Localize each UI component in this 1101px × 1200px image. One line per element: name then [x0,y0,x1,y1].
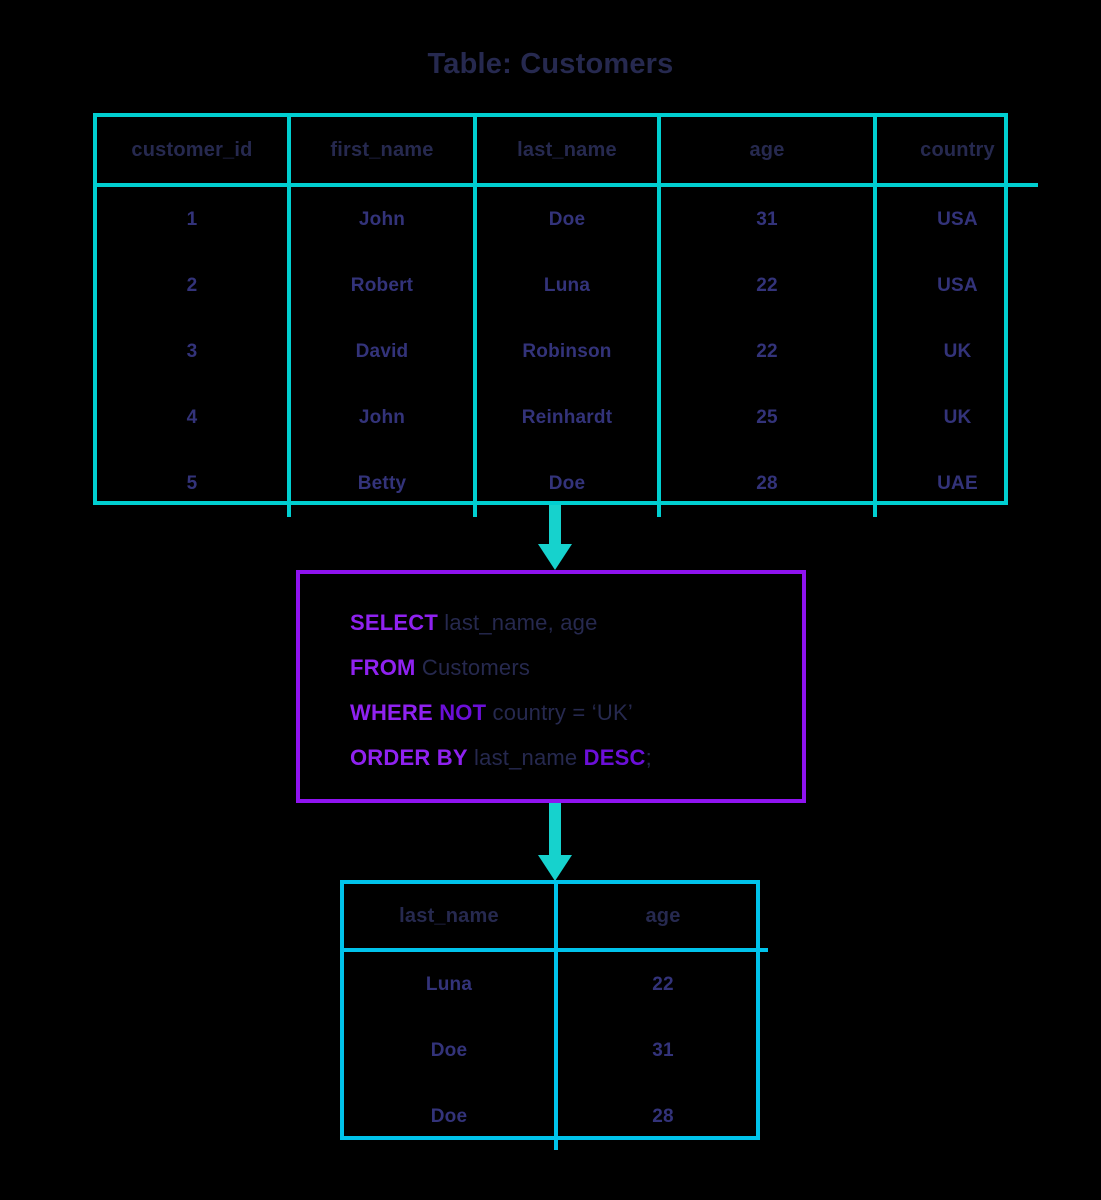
column-header-first-name: first_name [287,117,477,187]
table-header-row: customer_id first_name last_name age cou… [97,117,1038,187]
arrow-head [538,855,572,881]
result-table-head: last_name age [344,884,768,952]
cell-customer-id: 3 [97,319,291,385]
cell-customer-id: 2 [97,253,291,319]
column-header-age: age [554,884,768,952]
arrow-shaft [549,803,561,861]
cell-customer-id: 4 [97,385,291,451]
query-token-keyword: ORDER BY [350,745,468,770]
arrow-head [538,544,572,570]
cell-customer-id: 5 [97,451,291,517]
arrow-down-icon [538,803,572,882]
query-token-ident: last_name [467,745,584,770]
sql-query-box: SELECT last_name, age FROM Customers WHE… [296,570,806,803]
query-line-order-by: ORDER BY last_name DESC; [350,735,802,780]
table-row: 4 John Reinhardt 25 UK [97,385,1038,451]
cell-age: 25 [657,385,877,451]
page-title: Table: Customers [427,48,674,80]
column-header-last-name: last_name [473,117,661,187]
column-header-country: country [873,117,1038,187]
cell-country: USA [873,185,1038,253]
query-token-keyword: FROM [350,655,416,680]
source-table: customer_id first_name last_name age cou… [93,113,1038,517]
cell-first-name: Robert [287,253,477,319]
column-header-age: age [657,117,877,187]
cell-age: 22 [554,950,768,1018]
table-header-row: last_name age [344,884,768,952]
arrow-shaft [549,505,561,550]
cell-age: 22 [657,253,877,319]
table-row: Luna 22 [344,950,768,1018]
column-header-last-name: last_name [344,884,556,952]
table-row: 3 David Robinson 22 UK [97,319,1038,385]
result-table-grid: last_name age Luna 22 Doe 31 Doe 28 [344,884,768,1150]
query-token-keyword: SELECT [350,610,438,635]
cell-first-name: John [287,385,477,451]
query-token-ident: last_name, age [438,610,598,635]
cell-age: 31 [657,185,877,253]
result-table: last_name age Luna 22 Doe 31 Doe 28 [340,880,768,1150]
cell-age: 28 [657,451,877,517]
cell-first-name: John [287,185,477,253]
cell-country: USA [873,253,1038,319]
query-line-select: SELECT last_name, age [350,600,802,645]
cell-age: 22 [657,319,877,385]
source-table-body: 1 John Doe 31 USA 2 Robert Luna 22 USA 3… [97,185,1038,517]
table-row: 2 Robert Luna 22 USA [97,253,1038,319]
query-line-where: WHERE NOT country = ‘UK’ [350,690,802,735]
source-table-head: customer_id first_name last_name age cou… [97,117,1038,187]
cell-last-name: Luna [425,974,473,995]
cell-last-name: Luna [473,253,661,319]
cell-customer-id: 1 [97,185,291,253]
query-token-ident: ; [645,745,652,770]
cell-country: UK [873,319,1038,385]
cell-last-name: Robinson [473,319,661,385]
cell-last-name: Doe [473,451,661,517]
arrow-down-icon [538,505,572,570]
query-line-from: FROM Customers [350,645,802,690]
cell-last-name: Doe [473,185,661,253]
table-row: 5 Betty Doe 28 UAE [97,451,1038,517]
cell-first-name: David [287,319,477,385]
source-table-grid: customer_id first_name last_name age cou… [97,117,1038,517]
cell-last-name: Reinhardt [473,385,661,451]
cell-last-name: Doe [430,1040,468,1061]
query-token-ident: country = ‘UK’ [486,700,633,725]
query-token-keyword_strong: DESC [583,745,646,770]
table-row: 1 John Doe 31 USA [97,185,1038,253]
table-row: Doe 28 [344,1084,768,1150]
column-header-customer-id: customer_id [97,117,291,187]
cell-last-name: Doe [430,1106,468,1127]
cell-age: 31 [554,1018,768,1084]
cell-country: UK [873,385,1038,451]
query-token-ident: Customers [415,655,531,680]
cell-first-name: Betty [287,451,477,517]
cell-country: UAE [873,451,1038,517]
table-row: Doe 31 [344,1018,768,1084]
result-table-body: Luna 22 Doe 31 Doe 28 [344,950,768,1150]
query-token-keyword: WHERE [350,700,433,725]
cell-age: 28 [554,1084,768,1150]
query-token-keyword_strong: NOT [439,700,487,725]
